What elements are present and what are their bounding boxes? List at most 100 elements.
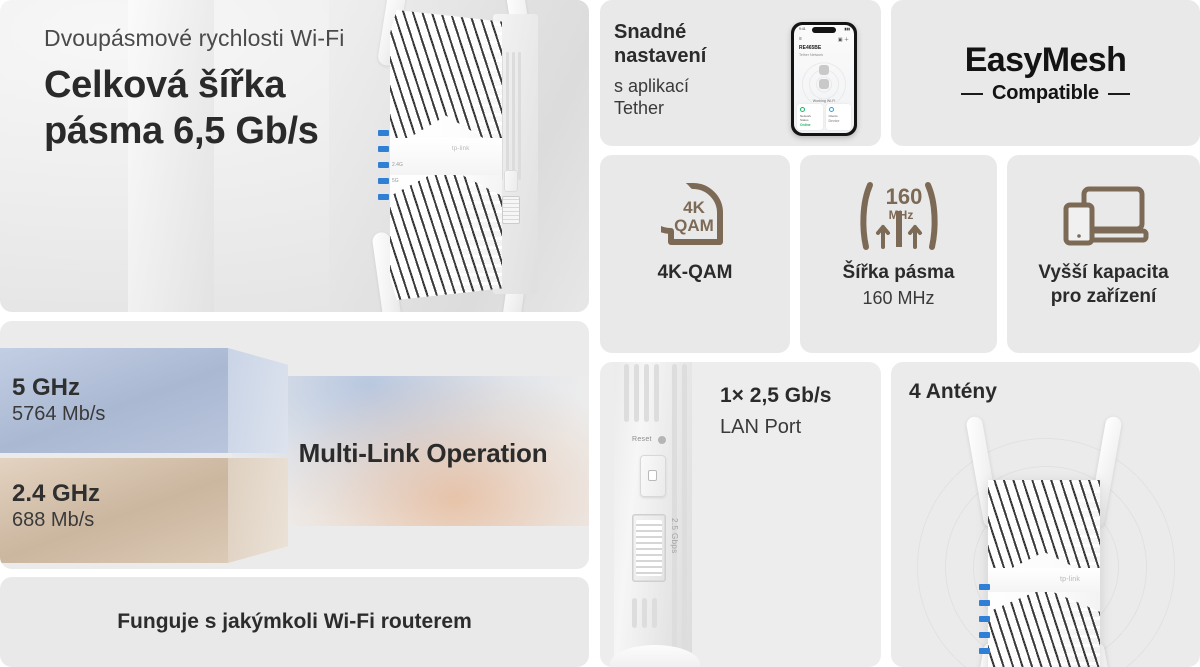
router-front-face: tp-link bbox=[390, 10, 502, 300]
led-5g bbox=[979, 632, 990, 638]
tether-sub-line2: Tether bbox=[614, 98, 665, 119]
tether-heading: Snadné nastavení bbox=[614, 20, 774, 69]
led-5g bbox=[378, 178, 389, 184]
capacity-title: Vyšší kapacita pro zařízení bbox=[1038, 261, 1168, 309]
phone-status-time: 9:41 bbox=[799, 27, 806, 31]
bandwidth-title: Šířka pásma bbox=[842, 262, 955, 283]
capacity-title-line1: Vyšší kapacita bbox=[1038, 262, 1169, 283]
mlo-title: Multi-Link Operation bbox=[298, 438, 548, 468]
mlo-diagram: 5 GHz 5764 Mb/s 2.4 GHz 688 Mb/s Multi-L… bbox=[0, 321, 589, 569]
speeds-headline: Celková šířka pásma 6,5 Gb/s bbox=[44, 62, 394, 155]
router-vent-mesh-upper bbox=[390, 10, 502, 150]
easymesh-subtitle: Compatible bbox=[992, 82, 1099, 104]
lock-icon bbox=[648, 470, 657, 481]
bandwidth-lanes-icon: 160 MHz bbox=[856, 181, 942, 251]
svg-text:4K: 4K bbox=[683, 198, 705, 217]
band-5ghz-side-face bbox=[228, 348, 288, 453]
router-side-vent bbox=[506, 52, 509, 180]
phone-toolbar-right[interactable]: ▣ ＋ bbox=[837, 37, 849, 43]
antennas-heading: 4 Antény bbox=[909, 380, 997, 403]
wall-mount-plate bbox=[128, 0, 214, 312]
phone-card1-value: Online bbox=[800, 123, 811, 127]
router-base bbox=[610, 645, 700, 667]
menu-icon[interactable]: ≡ bbox=[799, 36, 802, 42]
router-side-lan-port bbox=[502, 196, 520, 224]
router-rib bbox=[652, 598, 657, 628]
tether-sub-line1: s aplikací bbox=[614, 75, 690, 96]
phone-card1-label: Network Status bbox=[800, 114, 812, 122]
easymesh-title: EasyMesh bbox=[964, 41, 1127, 79]
router-rib bbox=[644, 364, 649, 422]
clients-icon bbox=[828, 107, 834, 112]
panel-feature-device-capacity: Vyšší kapacita pro zařízení bbox=[1007, 155, 1200, 353]
phone-device-name: RE465BE bbox=[799, 45, 822, 51]
reset-pinhole[interactable] bbox=[658, 436, 666, 444]
router-rib bbox=[624, 364, 629, 422]
panel-feature-bandwidth: 160 MHz Šířka pásma 160 MHz bbox=[800, 155, 997, 353]
router-x-band bbox=[390, 137, 502, 176]
router-side-vent bbox=[518, 52, 521, 180]
led-label-24g: 2.4G bbox=[392, 162, 403, 168]
router-rib bbox=[634, 364, 639, 422]
speeds-headline-line2: pásma 6,5 Gb/s bbox=[44, 110, 319, 153]
router-rib bbox=[672, 364, 677, 664]
easymesh-subtitle-row: Compatible bbox=[961, 82, 1130, 105]
tether-heading-line2: nastavení bbox=[614, 45, 707, 68]
reset-label: Reset bbox=[632, 436, 652, 443]
wps-button[interactable] bbox=[640, 455, 666, 497]
extender-mesh-lower bbox=[988, 588, 1100, 667]
dash-right-icon bbox=[1107, 92, 1130, 95]
panel-lan-port: Reset 2.5 Gbps 1× 2,5 Gb/s LAN Port bbox=[600, 362, 881, 667]
lan-subheading: LAN Port bbox=[720, 416, 802, 438]
tp-link-logo: tp-link bbox=[1060, 576, 1081, 583]
panel-feature-4k-qam: 4K QAM 4K-QAM bbox=[600, 155, 790, 353]
led-24g bbox=[378, 162, 389, 168]
phone-status-icons: ▮▮▮ bbox=[844, 27, 850, 31]
speeds-eyebrow: Dvoupásmové rychlosti Wi-Fi bbox=[44, 25, 345, 51]
router-rib bbox=[654, 364, 659, 422]
router-product-photo: tp-link 2.4G 5G bbox=[0, 0, 589, 312]
router-side-vent bbox=[512, 52, 515, 180]
led-power bbox=[979, 584, 990, 590]
phone-network-radar bbox=[797, 58, 851, 102]
phone-wifi-status: Working Wi-Fi bbox=[812, 99, 836, 103]
router-rib bbox=[642, 598, 647, 628]
led-wps bbox=[979, 600, 990, 606]
svg-text:MHz: MHz bbox=[888, 208, 913, 222]
bandwidth-subtitle: 160 MHz bbox=[862, 287, 935, 308]
tether-app-phone-mockup: 9:41 ▮▮▮ ≡ ▣ ＋ RE465BE Tether Network Wo… bbox=[791, 22, 857, 136]
phone-card2-value: Device bbox=[828, 119, 840, 123]
led-label-5g: 5G bbox=[392, 178, 399, 184]
band-5ghz-block: 5 GHz 5764 Mb/s bbox=[0, 348, 228, 453]
lan-text-block: 1× 2,5 Gb/s LAN Port bbox=[720, 384, 831, 439]
panel-easymesh-compatible: EasyMesh Compatible bbox=[891, 0, 1200, 146]
phone-card-network-status[interactable]: Network Status Online bbox=[797, 104, 823, 130]
ethernet-jack[interactable] bbox=[632, 514, 666, 582]
led-signal bbox=[979, 648, 990, 654]
phone-node-extender bbox=[819, 79, 829, 89]
band-5ghz-name: 5 GHz bbox=[12, 374, 81, 401]
phone-notch bbox=[812, 27, 836, 33]
qam-title: 4K-QAM bbox=[657, 262, 733, 283]
mlo-gradient-field bbox=[232, 376, 589, 526]
band-24ghz-rate: 688 Mb/s bbox=[12, 508, 95, 531]
phone-device-network: Tether Network bbox=[799, 53, 824, 57]
extender-front-face: tp-link bbox=[988, 480, 1100, 667]
band-5ghz-labels: 5 GHz 5764 Mb/s bbox=[12, 374, 105, 427]
phone-screen: 9:41 ▮▮▮ ≡ ▣ ＋ RE465BE Tether Network Wo… bbox=[794, 25, 854, 133]
phone-status-cards: Network Status Online Clients Device bbox=[797, 104, 851, 130]
svg-text:QAM: QAM bbox=[674, 216, 714, 235]
panel-works-with-any-router: Funguje s jakýmkoli Wi-Fi routerem bbox=[0, 577, 589, 667]
led-power bbox=[378, 130, 389, 136]
panel-dual-band-speeds: tp-link 2.4G 5G Dvoupásmové rychlosti Wi… bbox=[0, 0, 589, 312]
extender-mesh-upper bbox=[988, 480, 1100, 580]
phone-card-clients[interactable]: Clients Device bbox=[825, 104, 851, 130]
phone-card2-label: Clients bbox=[828, 114, 838, 118]
band-24ghz-side-face bbox=[228, 458, 288, 563]
tether-sub: s aplikací Tether bbox=[614, 75, 774, 120]
works-with-text: Funguje s jakýmkoli Wi-Fi routerem bbox=[117, 610, 472, 633]
laptop-phone-icon bbox=[1058, 181, 1150, 251]
band-24ghz-block: 2.4 GHz 688 Mb/s bbox=[0, 458, 228, 563]
router-rib bbox=[632, 598, 637, 628]
